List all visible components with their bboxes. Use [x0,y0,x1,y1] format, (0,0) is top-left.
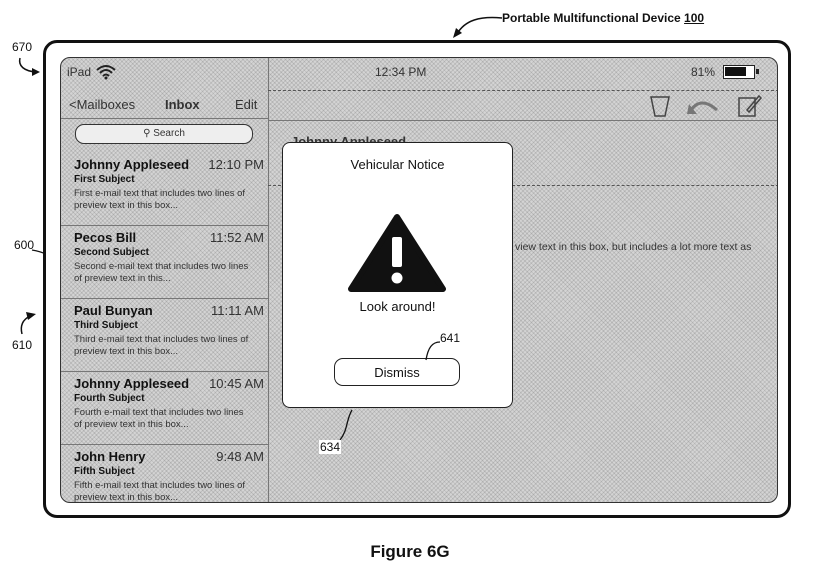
reply-icon[interactable] [687,98,721,116]
mail-sender: John Henry [74,449,146,464]
ref-610: 610 [12,338,33,352]
toolbar-divider [268,120,777,121]
mail-sender: Johnny Appleseed [74,157,190,172]
mail-sender: Johnny Appleseed [74,376,190,391]
search-placeholder: Search [153,128,185,139]
wifi-icon [96,65,116,80]
mail-time: 10:45 AM [209,376,264,391]
figure-caption: Figure 6G [370,542,450,561]
ref-610-arrow [20,312,36,335]
mail-preview: Fifth e-mail text that includes two line… [74,480,246,503]
mail-list-item[interactable]: Johnny Appleseed 10:45 AM Fourth Subject… [61,372,268,445]
ref-670-arrow [18,57,40,76]
dismiss-button[interactable]: Dismiss [334,358,460,386]
ref-641: 641 [440,331,461,345]
vehicular-notice-dialog: Vehicular Notice Look around! Dismiss [282,142,513,408]
mail-time: 12:10 PM [208,157,264,172]
compose-icon[interactable] [737,94,763,118]
battery-fill [725,67,747,76]
ref-670: 670 [12,40,33,54]
status-time: 12:34 PM [375,65,427,79]
mail-list-item[interactable]: Johnny Appleseed 12:10 PM First Subject … [61,153,268,226]
mail-subject: Fifth Subject [74,466,135,477]
battery-icon [723,65,759,79]
ref-634: 634 [319,440,342,454]
search-input[interactable]: ⚲ Search [75,124,253,144]
warning-icon [348,214,446,292]
device-label-arrow [453,16,503,38]
ref-634-leader [339,409,353,441]
mail-time: 11:11 AM [211,303,264,318]
mail-preview: Fourth e-mail text that includes two lin… [74,407,244,430]
edit-button[interactable]: Edit [235,97,258,112]
email-body-text: view text in this box, but includes a lo… [515,241,752,253]
battery-tip [756,69,759,74]
mail-time: 9:48 AM [216,449,264,464]
mailboxes-back-button[interactable]: <Mailboxes [69,97,136,112]
ref-641-leader [425,341,441,361]
email-header-divider [268,185,777,186]
mail-preview: Second e-mail text that includes two lin… [74,261,249,284]
inbox-title: Inbox [165,97,200,112]
mail-sender: Pecos Bill [74,230,137,245]
mail-sender: Paul Bunyan [74,303,153,318]
search-icon: ⚲ [143,128,151,139]
mail-list-item[interactable]: Pecos Bill 11:52 AM Second Subject Secon… [61,226,268,299]
mail-list-item[interactable]: Paul Bunyan 11:11 AM Third Subject Third… [61,299,268,372]
mailbox-sidebar: <Mailboxes Inbox Edit ⚲ Search Johnny Ap… [61,58,269,502]
mail-subject: Fourth Subject [74,393,145,404]
dialog-message: Look around! [359,299,436,314]
carrier-label: iPad [67,65,92,79]
mail-subject: First Subject [74,174,135,185]
ref-600: 600 [14,238,35,252]
status-bar-divider [268,90,777,91]
sidebar-nav-divider [61,118,268,119]
mail-preview: Third e-mail text that includes two line… [74,334,249,357]
device-label-text: Portable Multifunctional Device [502,11,681,25]
mail-preview: First e-mail text that includes two line… [74,188,246,211]
device-label: Portable Multifunctional Device 100 [502,11,704,25]
dialog-title: Vehicular Notice [350,157,445,172]
battery-percent: 81% [691,65,716,79]
mail-list-item[interactable]: John Henry 9:48 AM Fifth Subject Fifth e… [61,445,268,503]
mail-subject: Second Subject [74,247,150,258]
trash-icon[interactable] [649,94,671,118]
mail-time: 11:52 AM [210,230,264,245]
mail-subject: Third Subject [74,320,138,331]
device-number: 100 [684,11,705,25]
